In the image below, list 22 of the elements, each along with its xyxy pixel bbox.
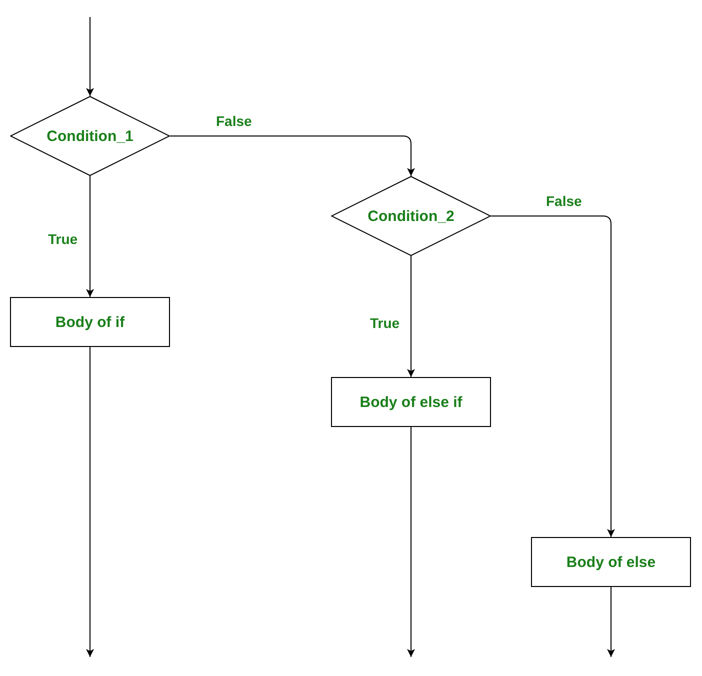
arrow	[86, 346, 94, 658]
arrow	[170, 136, 415, 176]
arrow	[407, 256, 415, 378]
edge-label: False	[216, 113, 252, 129]
arrow	[86, 176, 94, 298]
process-box	[10, 297, 170, 347]
node-label: Body of else if	[360, 394, 462, 410]
edge-label: False	[546, 193, 582, 209]
arrow	[86, 16, 94, 96]
edge-label: True	[370, 315, 400, 331]
decision-diamond	[10, 96, 170, 176]
node-label: Condition_1	[46, 128, 134, 144]
arrow	[407, 426, 415, 658]
process-box	[531, 537, 691, 587]
node-label: Body of if	[55, 314, 125, 330]
edge-label: True	[48, 231, 78, 247]
node-label: Condition_2	[368, 208, 454, 224]
decision-diamond	[331, 176, 491, 256]
process-box	[331, 377, 491, 427]
arrow	[607, 586, 615, 658]
node-label: Body of else	[566, 554, 656, 570]
arrow	[490, 216, 615, 538]
